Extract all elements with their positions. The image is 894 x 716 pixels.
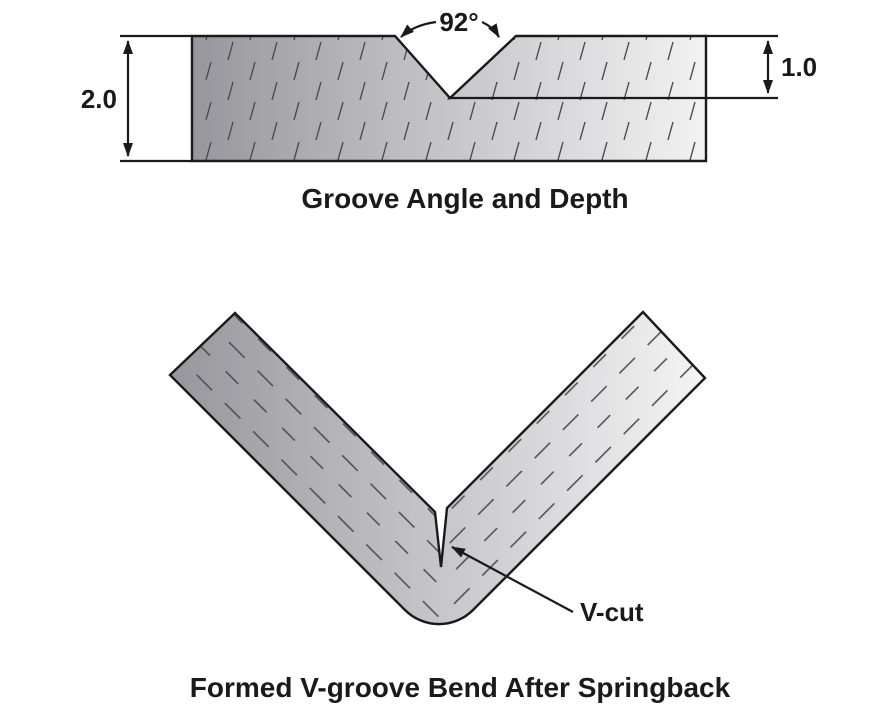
formed-bend-figure: V-cut Formed V-groove Bend After Springb… [168,310,731,703]
groove-cross-section: 2.0 1.0 92° Groove Angle and Depth [81,7,817,214]
bend-outline [168,310,707,626]
top-figure-caption: Groove Angle and Depth [301,183,628,214]
bottom-figure-caption: Formed V-groove Bend After Springback [190,672,731,703]
angle-leader-left [400,20,437,38]
vcut-label: V-cut [580,597,644,627]
angle-leader-right [481,20,500,38]
vcut-leader-arrow [451,546,574,613]
depth-dimension-label: 1.0 [781,52,817,82]
block-outline [190,34,708,163]
groove-angle-label: 92° [439,7,478,37]
thickness-dimension-label: 2.0 [81,84,117,114]
